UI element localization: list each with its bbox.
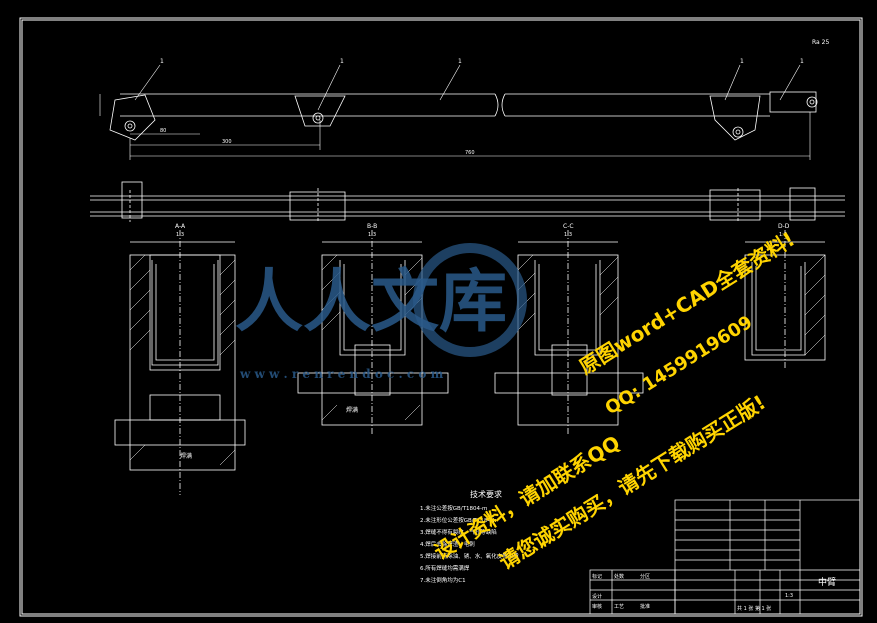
section-d-d-hatch <box>804 254 826 356</box>
title-block <box>589 499 861 615</box>
title-block-sheet: 共 1 张 第 1 张 <box>737 605 771 612</box>
section-a-a-hatch <box>129 254 236 466</box>
section-scale-a-a: 1:3 <box>176 232 184 238</box>
tech-line-6: 6.所有焊缝均需满焊 <box>420 564 470 572</box>
part-number-2: 1 <box>340 58 344 65</box>
tech-requirements-title: 技术要求 <box>470 489 502 499</box>
section-b-b-hatch <box>321 254 423 421</box>
tech-line-5: 5.焊接前清除油、锈、水、氧化皮等杂质 <box>420 552 519 560</box>
title-row-4: 设计 <box>592 593 602 600</box>
top-view-arm <box>90 181 845 222</box>
section-title-a-a: A-A <box>175 223 186 230</box>
part-number-1: 1 <box>160 58 164 65</box>
front-view-arm <box>109 91 818 141</box>
section-d-d <box>744 230 826 370</box>
title-row-3: 分区 <box>640 573 650 580</box>
title-row-1: 标记 <box>592 573 602 580</box>
title-block-text: 中臂 1:3 共 1 张 第 1 张 标记 处数 分区 设计 审核 工艺 批准 <box>592 573 836 612</box>
overall-length-dim: 760 <box>465 150 475 156</box>
roughness-note: Ra 25 <box>812 39 829 46</box>
tech-requirements: 技术要求 1.未注公差按GB/T1804-m 2.未注形位公差按GB/T1184… <box>420 489 519 584</box>
tech-line-2: 2.未注形位公差按GB/T1184-k <box>420 516 497 524</box>
section-title-b-b: B-B <box>367 223 377 230</box>
tech-line-1: 1.未注公差按GB/T1804-m <box>420 504 487 512</box>
section-scale-b-b: 1:3 <box>368 232 376 238</box>
sheet-border <box>19 17 863 617</box>
title-block-scale: 1:3 <box>785 593 793 599</box>
title-row-6: 工艺 <box>614 604 624 610</box>
section-c-c <box>494 230 644 435</box>
span-left-dim: 300 <box>222 139 232 145</box>
weld-note-b-b: 焊满 <box>346 406 358 414</box>
watermark-logo: 人人文库 w w w . r e n r e n d o c . c o m <box>235 243 527 381</box>
front-view-labels: 760 300 80 1 1 1 1 1 <box>160 58 804 156</box>
section-scale-d-d: 1:3 <box>779 232 787 238</box>
section-title-d-d: D-D <box>778 223 790 230</box>
product-name: 中臂 <box>818 576 836 588</box>
section-scale-c-c: 1:3 <box>564 232 572 238</box>
title-row-2: 处数 <box>614 573 624 580</box>
part-number-5: 1 <box>800 58 804 65</box>
part-number-3: 1 <box>458 58 462 65</box>
watermark-url: w w w . r e n r e n d o c . c o m <box>239 367 444 381</box>
small-left-dim: 80 <box>160 128 166 134</box>
tech-line-4: 4.焊后去除焊渣、毛刺 <box>420 540 475 548</box>
section-a-a <box>114 230 246 495</box>
tech-line-3: 3.焊缝不得有裂纹、气孔等缺陷 <box>420 528 497 536</box>
section-b-b <box>297 230 449 435</box>
tech-line-7: 7.未注倒角均为C1 <box>420 576 466 584</box>
title-row-7: 批准 <box>640 603 650 610</box>
part-number-4: 1 <box>740 58 744 65</box>
title-row-5: 审核 <box>592 603 602 610</box>
watermark-logo-text: 人人文库 <box>235 262 507 342</box>
front-view-dimensions <box>99 64 811 160</box>
section-title-c-c: C-C <box>563 223 574 230</box>
weld-note-a-a: 焊满 <box>180 452 192 460</box>
